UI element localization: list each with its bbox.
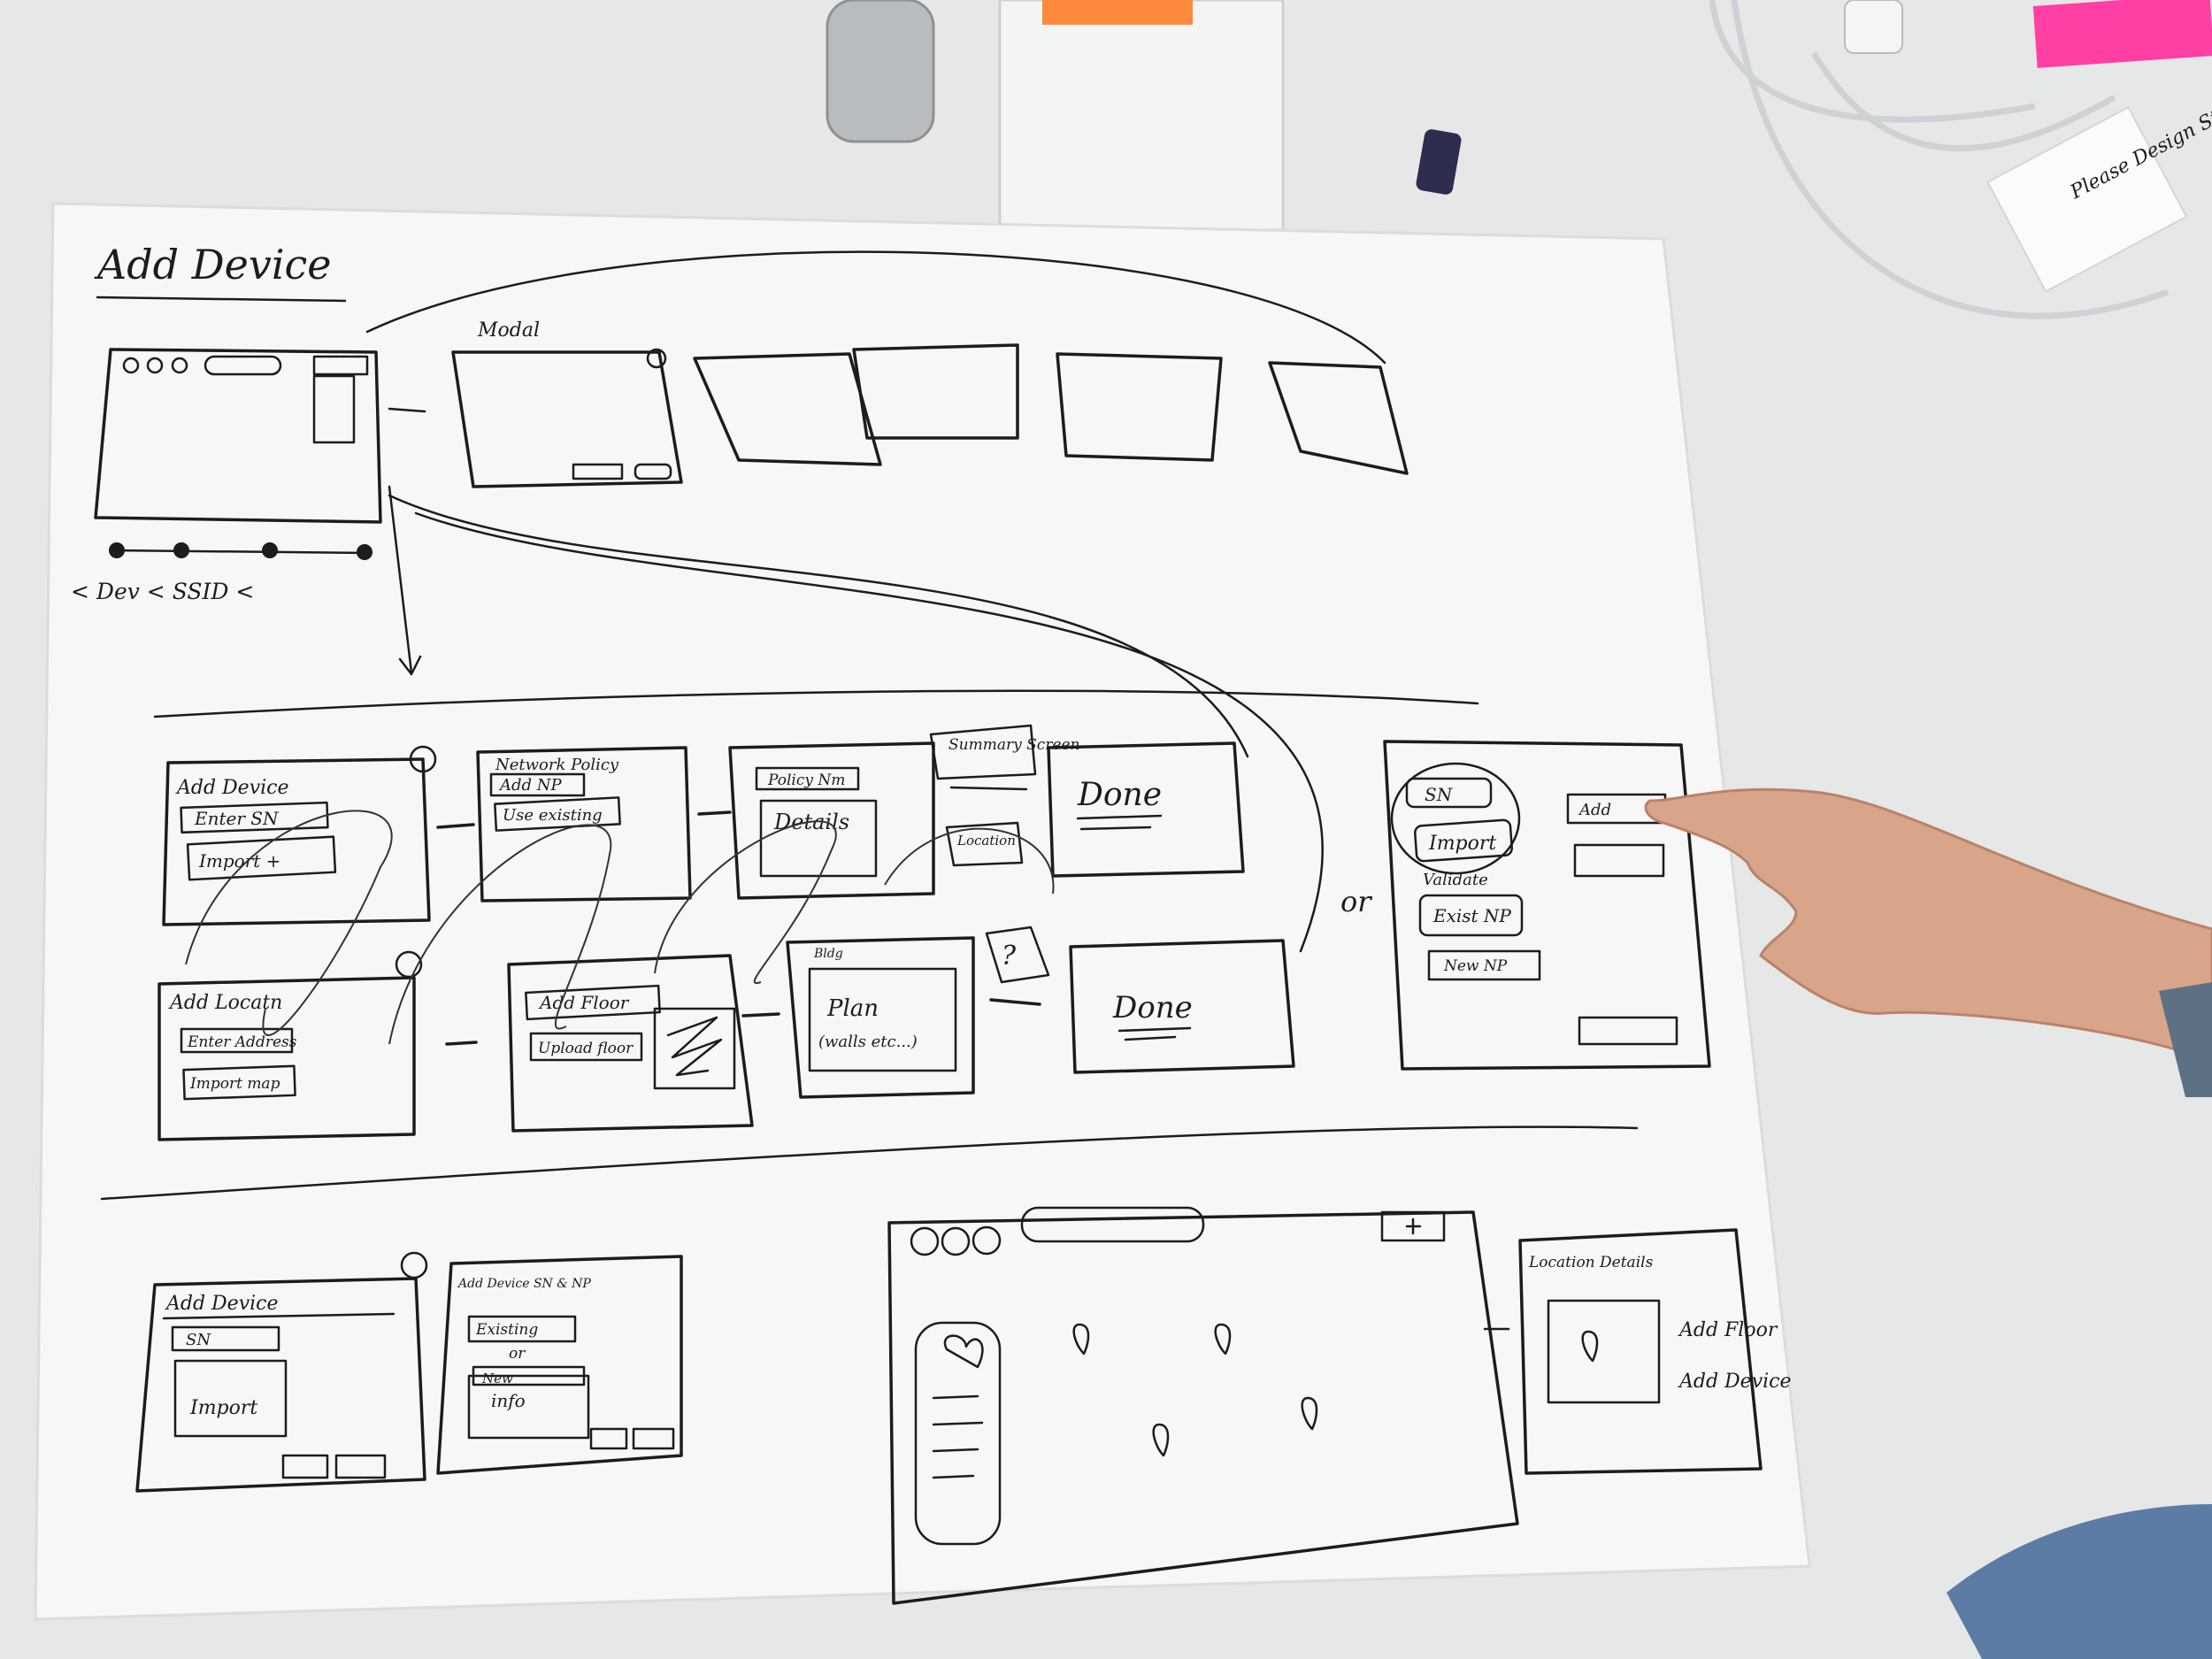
- row1-policy: Policy Nm Details: [728, 741, 935, 900]
- svg-text:Import: Import: [189, 1397, 257, 1419]
- modal-card-3: [852, 343, 1019, 440]
- row2-question: ?: [985, 926, 1050, 1006]
- svg-text:Use existing: Use existing: [503, 806, 603, 825]
- svg-text:or: or: [509, 1345, 526, 1363]
- svg-text:Existing: Existing: [475, 1321, 538, 1339]
- svg-text:New: New: [481, 1371, 513, 1386]
- svg-text:Import: Import: [1428, 833, 1496, 855]
- row1-done: Done: [1047, 741, 1245, 878]
- svg-text:Location: Location: [956, 833, 1016, 849]
- pink-sticky-note: [2032, 0, 2212, 68]
- row2-building-plan: Bldg Plan (walls etc...): [786, 936, 975, 1099]
- svg-text:Enter Address: Enter Address: [187, 1033, 297, 1051]
- svg-text:Exist NP: Exist NP: [1432, 905, 1511, 926]
- curve-to-done: [388, 494, 1249, 758]
- pointing-hand: [1644, 787, 2212, 1097]
- dots-label: < Dev < SSID <: [71, 579, 254, 604]
- or-label: or: [1340, 885, 1372, 918]
- svg-text:Add Locatn: Add Locatn: [168, 992, 282, 1014]
- tape-dispenser: [826, 0, 935, 143]
- svg-text:Bldg: Bldg: [813, 947, 843, 961]
- section-divider-2: [100, 1125, 1639, 1201]
- denim-sleeve: [1947, 1504, 2212, 1659]
- svg-text:Upload floor: Upload floor: [538, 1040, 634, 1057]
- white-sticky-note: [1986, 105, 2188, 293]
- svg-text:Import map: Import map: [189, 1075, 280, 1093]
- bottom-add-device: Add Device SN Import: [135, 1251, 428, 1493]
- modal-card-5: [1268, 361, 1409, 475]
- svg-text:SN: SN: [1425, 784, 1454, 805]
- bottom-sn-np: Add Device SN & NP Existing or New info: [436, 1255, 683, 1475]
- top-curve-arrow: [365, 250, 1386, 365]
- svg-text:Policy Nm: Policy Nm: [767, 772, 845, 789]
- svg-text:Network Policy: Network Policy: [495, 756, 619, 774]
- curve-to-panel: [414, 511, 1324, 953]
- svg-text:Validate: Validate: [1423, 871, 1488, 889]
- svg-text:Summary Screen: Summary Screen: [949, 736, 1079, 754]
- row2-add-floor: Add Floor Upload floor: [507, 954, 754, 1133]
- top-main-window: [94, 348, 382, 524]
- bottom-map-window: [887, 1206, 1519, 1605]
- down-arrow: [388, 485, 413, 674]
- svg-text:Done: Done: [1112, 990, 1193, 1025]
- svg-text:Add Device SN & NP: Add Device SN & NP: [457, 1277, 591, 1291]
- modal-card-4: [1056, 352, 1223, 462]
- row2-add-location: Add Locatn Enter Address Import map: [157, 950, 423, 1141]
- title-underline: [96, 296, 347, 303]
- svg-text:Location Details: Location Details: [1528, 1254, 1654, 1271]
- row1-add-device: Add Device Enter SN Import +: [162, 745, 437, 926]
- ipod-shuffle: [1844, 0, 1903, 54]
- svg-text:New NP: New NP: [1443, 957, 1508, 975]
- svg-text:(walls etc...): (walls etc...): [818, 1033, 918, 1051]
- bottom-location-details: Location Details Add Floor Add Device: [1518, 1228, 1792, 1475]
- white-tray: [998, 0, 1285, 232]
- modal-card-2: [693, 352, 882, 466]
- sketch-title: Add Device: [94, 241, 332, 288]
- row2-done: Done: [1069, 939, 1295, 1074]
- svg-text:Add NP: Add NP: [498, 776, 563, 795]
- modal-label: Modal: [477, 319, 540, 342]
- svg-text:Enter SN: Enter SN: [194, 808, 280, 829]
- orange-sticky-note: [1042, 0, 1193, 25]
- row1-network-policy: Network Policy Add NP Use existing: [476, 746, 692, 902]
- svg-text:Add Device: Add Device: [1678, 1371, 1792, 1393]
- flow-scribbles: [185, 810, 1055, 1045]
- section-divider-1: [153, 689, 1479, 718]
- cable: [1709, 0, 2170, 319]
- svg-text:Plan: Plan: [826, 995, 879, 1022]
- usb-stick: [1416, 129, 1462, 195]
- top-arrow: [388, 407, 426, 413]
- svg-text:Done: Done: [1077, 777, 1162, 813]
- svg-text:Add: Add: [1578, 801, 1611, 819]
- svg-text:Add Floor: Add Floor: [1678, 1319, 1778, 1341]
- right-panel: SN Import Validate Exist NP New NP Add: [1383, 740, 1711, 1071]
- svg-text:?: ?: [1002, 941, 1017, 972]
- svg-text:SN: SN: [186, 1331, 211, 1349]
- svg-text:Add Device: Add Device: [175, 777, 289, 799]
- paper-sheet: [34, 202, 1811, 1621]
- modal-window: [451, 348, 683, 488]
- step-progress: [109, 542, 373, 560]
- svg-text:Add Device: Add Device: [165, 1293, 279, 1315]
- svg-text:info: info: [491, 1390, 526, 1411]
- svg-text:Add Floor: Add Floor: [538, 992, 630, 1013]
